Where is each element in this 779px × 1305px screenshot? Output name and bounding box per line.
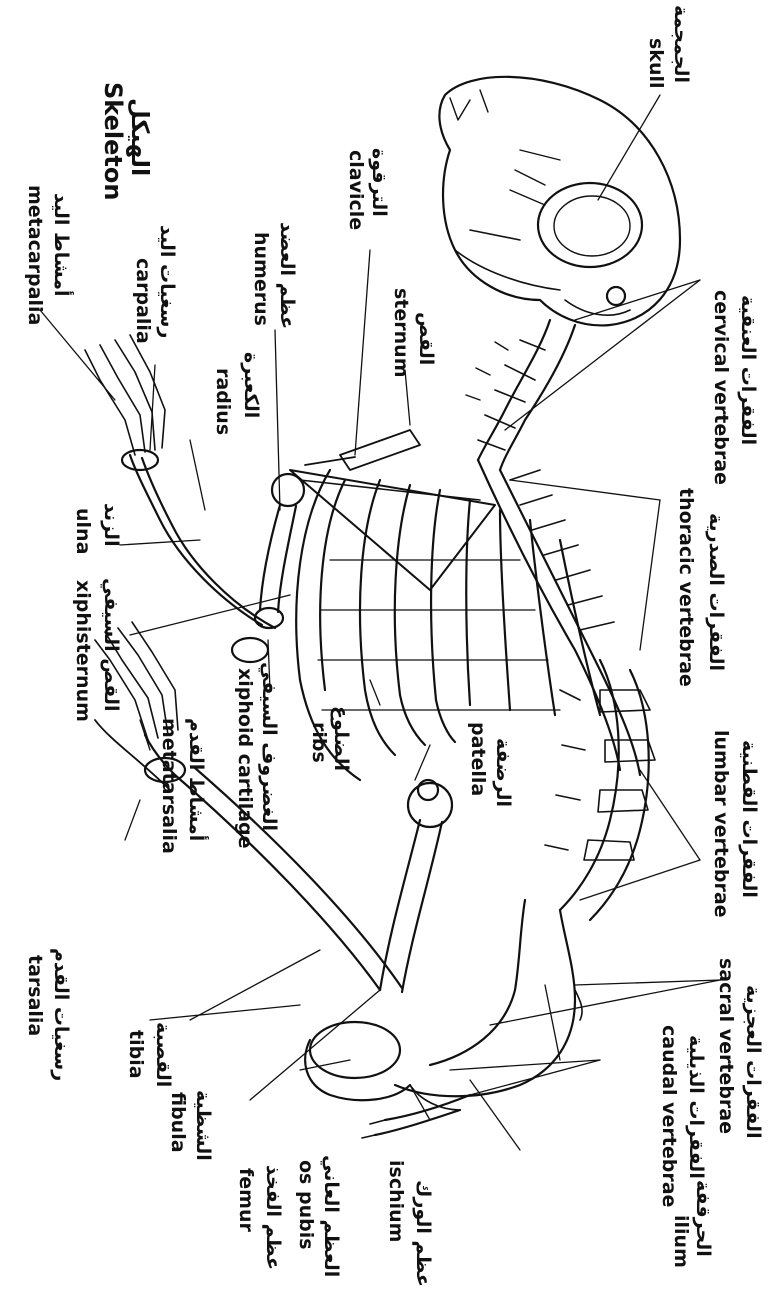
- label-skull-ar: الجمجمة: [671, 5, 690, 83]
- label-os-pubis-en: os pubis: [296, 1160, 315, 1250]
- label-metacarpalia-en: metacarpalia: [25, 185, 44, 325]
- label-lumbar-vertebrae-ar: الفقرات القطنية: [739, 740, 758, 898]
- label-tarsalia-en: tarsalia: [25, 955, 44, 1036]
- label-xiphoid-cartilage-en: xiphoid cartilage: [235, 668, 254, 849]
- title-english: Skeleton: [101, 82, 125, 200]
- label-cervical-vertebrae-ar: الفقرات العنقية: [738, 295, 757, 445]
- label-os-pubis-ar: العظم العاني: [321, 1155, 340, 1277]
- label-radius-ar: الكعبرة: [241, 352, 260, 418]
- label-clavicle-ar: الترقوة: [369, 148, 388, 217]
- label-fibula-en: fibula: [168, 1092, 187, 1153]
- label-tibia-ar: القصبة: [153, 1022, 172, 1087]
- label-thoracic-vertebrae-en: thoracic vertebrae: [676, 488, 695, 687]
- label-ilium-en: ilium: [671, 1215, 690, 1268]
- label-carpalia-en: carpalia: [133, 258, 152, 344]
- label-ulna-en: ulna: [73, 508, 92, 554]
- title-arabic: الهيكل: [128, 98, 152, 176]
- label-cervical-vertebrae-en: cervical vertebrae: [711, 290, 730, 485]
- label-ulna-ar: الزند: [101, 503, 120, 547]
- label-patella-en: patella: [468, 722, 487, 796]
- label-thoracic-vertebrae-ar: الفقرات الصدرية: [706, 513, 725, 671]
- label-femur-en: femur: [236, 1168, 255, 1232]
- label-caudal-vertebrae-en: caudal vertebrae: [659, 1025, 678, 1207]
- caudal-vertebrae-bone: [362, 1095, 470, 1138]
- label-sternum-ar: القص: [416, 312, 435, 365]
- label-lumbar-vertebrae-en: lumbar vertebrae: [711, 730, 730, 918]
- label-ischium-en: ischium: [386, 1160, 405, 1242]
- label-fibula-ar: الشظية: [193, 1090, 212, 1161]
- label-sacral-vertebrae-en: sacral vertebrae: [716, 958, 735, 1134]
- shoulder-bone: [290, 430, 495, 590]
- label-ilium-ar: الحرقفة: [693, 1180, 712, 1257]
- label-sacral-vertebrae-ar: الفقرات العجزية: [743, 985, 762, 1139]
- label-metatarsalia-ar: أمشاط القدم: [186, 718, 205, 841]
- label-tarsalia-ar: رسغيات القدم: [51, 948, 70, 1081]
- leader-lines: [40, 95, 720, 1150]
- label-radius-en: radius: [213, 368, 232, 435]
- label-humerus-ar: عظم العضد: [277, 222, 296, 329]
- label-xiphoid-cartilage-ar: الغضروف السيفي: [259, 662, 278, 831]
- spine-bone: [478, 460, 640, 775]
- label-ribs-ar: الضلوع: [331, 706, 350, 771]
- label-caudal-vertebrae-ar: الفقرات الذيلية: [686, 1035, 705, 1179]
- label-tibia-en: tibia: [126, 1030, 145, 1079]
- skull-bone: [439, 77, 680, 326]
- cervical-vertebrae-bone: [466, 320, 575, 470]
- label-clavicle-en: clavicle: [346, 150, 365, 230]
- label-ribs-en: ribs: [309, 722, 328, 763]
- label-femur-ar: عظم الفخذ: [263, 1165, 282, 1270]
- label-sternum-en: sternum: [391, 288, 410, 378]
- label-xiphisternum-en: xiphisternum: [73, 580, 92, 722]
- label-xiphisternum-ar: القص السيفي: [101, 578, 120, 712]
- pelvis-bone: [305, 900, 582, 1110]
- label-skull-en: skull: [646, 38, 665, 89]
- label-patella-ar: الرضفة: [493, 738, 512, 807]
- label-metatarsalia-en: metatarsalia: [159, 718, 178, 854]
- label-metacarpalia-ar: أمشاط اليد: [51, 193, 70, 296]
- label-humerus-en: humerus: [251, 232, 270, 326]
- label-carpalia-ar: رسغيات اليد: [157, 225, 176, 338]
- label-ischium-ar: عظم الورك: [413, 1180, 432, 1287]
